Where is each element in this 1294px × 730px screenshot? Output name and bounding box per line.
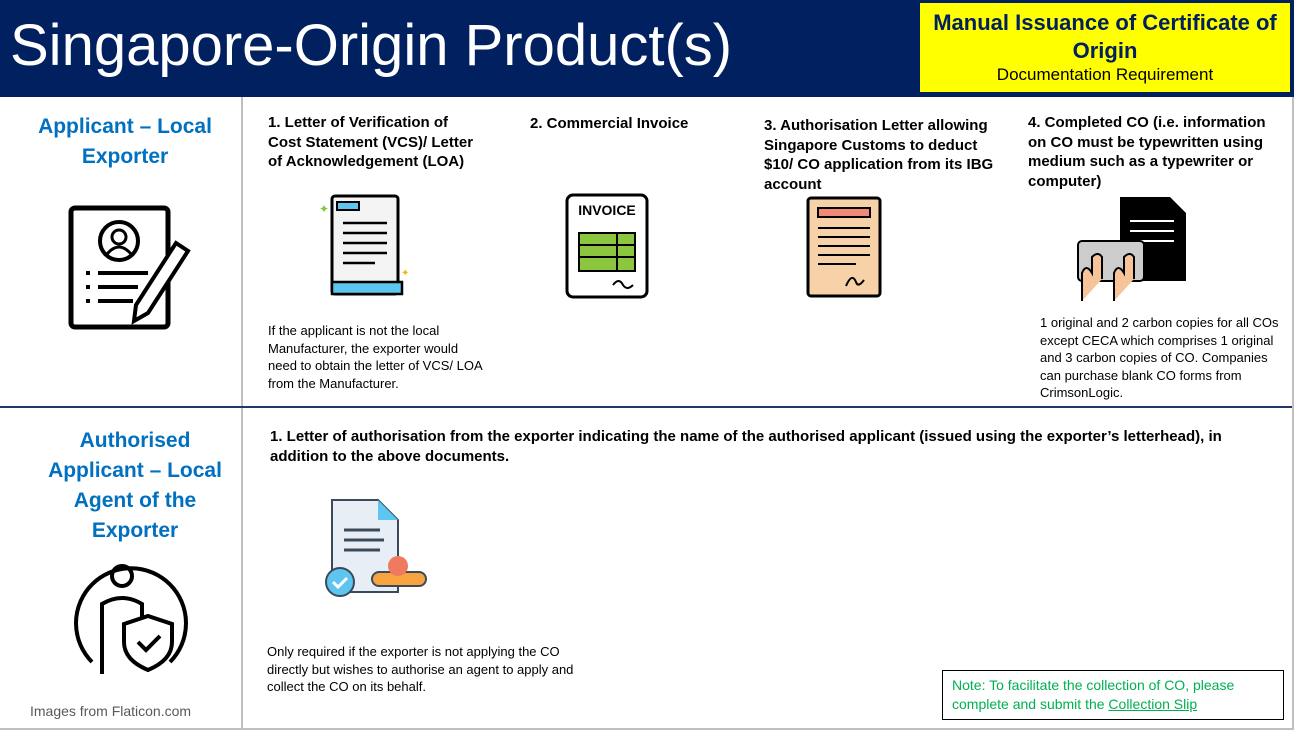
- invoice-icon-text: INVOICE: [578, 202, 636, 218]
- collection-note-text: Note: To facilitate the collection of CO…: [952, 677, 1235, 712]
- doc-completed-co: 4. Completed CO (i.e. information on CO …: [1028, 114, 1266, 190]
- image-credit: Images from Flaticon.com: [30, 703, 192, 719]
- column-divider: [241, 97, 243, 730]
- badge-subtitle: Documentation Requirement: [996, 65, 1214, 84]
- badge-title: Manual Issuance of Certificate of Origin: [933, 10, 1277, 63]
- header-banner: Singapore-Origin Product(s) Manual Issua…: [0, 0, 1294, 97]
- agent-note: Only required if the exporter is not app…: [267, 644, 574, 694]
- page-title: Singapore-Origin Product(s): [10, 13, 733, 78]
- exporter-document-icon: [68, 205, 191, 330]
- collection-note-box: Note: To facilitate the collection of CO…: [942, 670, 1284, 720]
- doc-commercial-invoice: 2. Commercial Invoice: [530, 115, 689, 132]
- doc-authorisation-letter: 3. Authorisation Letter allowing Singapo…: [764, 117, 994, 193]
- typing-computer-icon: [1077, 197, 1186, 301]
- right-border: [1292, 97, 1294, 730]
- bottom-border: [0, 728, 1294, 730]
- collection-slip-link[interactable]: Collection Slip: [1108, 696, 1198, 712]
- agent-role-heading: Authorised Applicant – Local Agent of th…: [48, 429, 222, 542]
- svg-text:✦: ✦: [319, 202, 329, 216]
- svg-text:✦: ✦: [401, 268, 409, 279]
- title-badge: Manual Issuance of Certificate of Origin…: [920, 3, 1290, 92]
- invoice-icon: INVOICE: [565, 193, 649, 299]
- certificate-icon: [325, 499, 427, 597]
- doc-letter-of-authorisation: 1. Letter of authorisation from the expo…: [270, 428, 1222, 465]
- vcs-note: If the applicant is not the local Manufa…: [268, 323, 482, 391]
- doc-vcs-loa: 1. Letter of Verification of Cost Statem…: [268, 114, 474, 170]
- co-copies-note: 1 original and 2 carbon copies for all C…: [1040, 315, 1279, 400]
- row-divider: [0, 406, 1294, 408]
- shield-person-icon: [74, 564, 188, 674]
- applicant-role-heading: Applicant – Local Exporter: [38, 115, 212, 168]
- authorisation-letter-icon: [806, 196, 882, 298]
- letter-document-icon: ✦✦: [319, 194, 409, 296]
